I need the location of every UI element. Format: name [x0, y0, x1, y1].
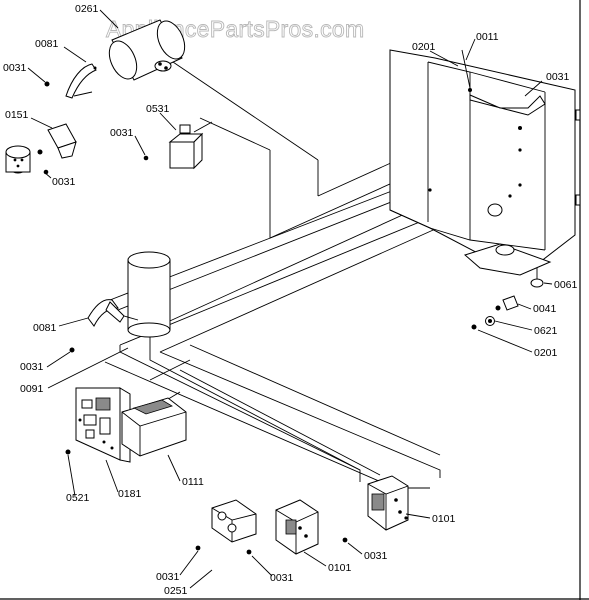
- capacitor-0261: [108, 19, 186, 81]
- label-0251: 0251: [164, 585, 188, 597]
- relay-bracket: [37, 123, 77, 159]
- leader-lines: [27, 9, 553, 589]
- label-0531: 0531: [146, 103, 170, 115]
- label-0081-mid: 0081: [33, 322, 57, 334]
- transformer-box-0111: [121, 397, 187, 457]
- contactor-0101-right: [367, 475, 409, 531]
- screw-0031-a: [44, 81, 50, 87]
- screw-0031-e: [69, 347, 75, 353]
- part-labels: 0261 0081 0031 0151 0031 0531 0031 0201 …: [3, 3, 578, 597]
- screw-0031-h: [246, 549, 252, 555]
- label-0031-e: 0031: [20, 361, 44, 373]
- label-0031-c: 0031: [110, 127, 134, 139]
- control-box-cabinet: [389, 49, 581, 276]
- screw-0031-f: [342, 537, 348, 543]
- label-0031-a: 0031: [3, 62, 27, 74]
- label-0521: 0521: [66, 492, 90, 504]
- strap-0081-mid: [87, 299, 139, 327]
- contactor-0101-bottom: [275, 499, 319, 555]
- transformer-0531: [168, 121, 213, 170]
- label-0111: 0111: [182, 476, 204, 488]
- label-0031-h: 0031: [270, 572, 294, 584]
- screw-0031-c: [143, 155, 149, 161]
- label-0091: 0091: [20, 383, 44, 395]
- label-0061: 0061: [554, 279, 578, 291]
- label-0201-bottom: 0201: [534, 347, 558, 359]
- label-0081-top: 0081: [35, 38, 59, 50]
- label-0031-d: 0031: [546, 71, 570, 83]
- label-0011: 0011: [476, 31, 499, 43]
- screw-0031-g: [195, 545, 201, 551]
- label-0031-b: 0031: [52, 176, 76, 188]
- capacitor-0251: [211, 499, 257, 543]
- label-0261: 0261: [75, 3, 99, 15]
- thermistor-0041: [495, 295, 519, 311]
- label-0181: 0181: [118, 488, 142, 500]
- grommet-0621: [485, 316, 495, 326]
- screw-0521: [65, 449, 71, 455]
- strap-0081-top: [65, 63, 97, 99]
- label-0031-f: 0031: [364, 550, 388, 562]
- label-0031-g: 0031: [156, 571, 180, 583]
- label-0101-right: 0101: [432, 513, 456, 525]
- label-0101-bottom: 0101: [328, 562, 352, 574]
- relay-0151: [5, 145, 31, 174]
- label-0201-top: 0201: [412, 41, 436, 53]
- label-0151: 0151: [5, 109, 29, 121]
- washer-0061: [530, 268, 544, 288]
- label-0041: 0041: [533, 303, 557, 315]
- label-0621: 0621: [534, 325, 558, 337]
- screw-0201-bottom: [471, 324, 477, 330]
- capacitor-0091: [127, 251, 171, 338]
